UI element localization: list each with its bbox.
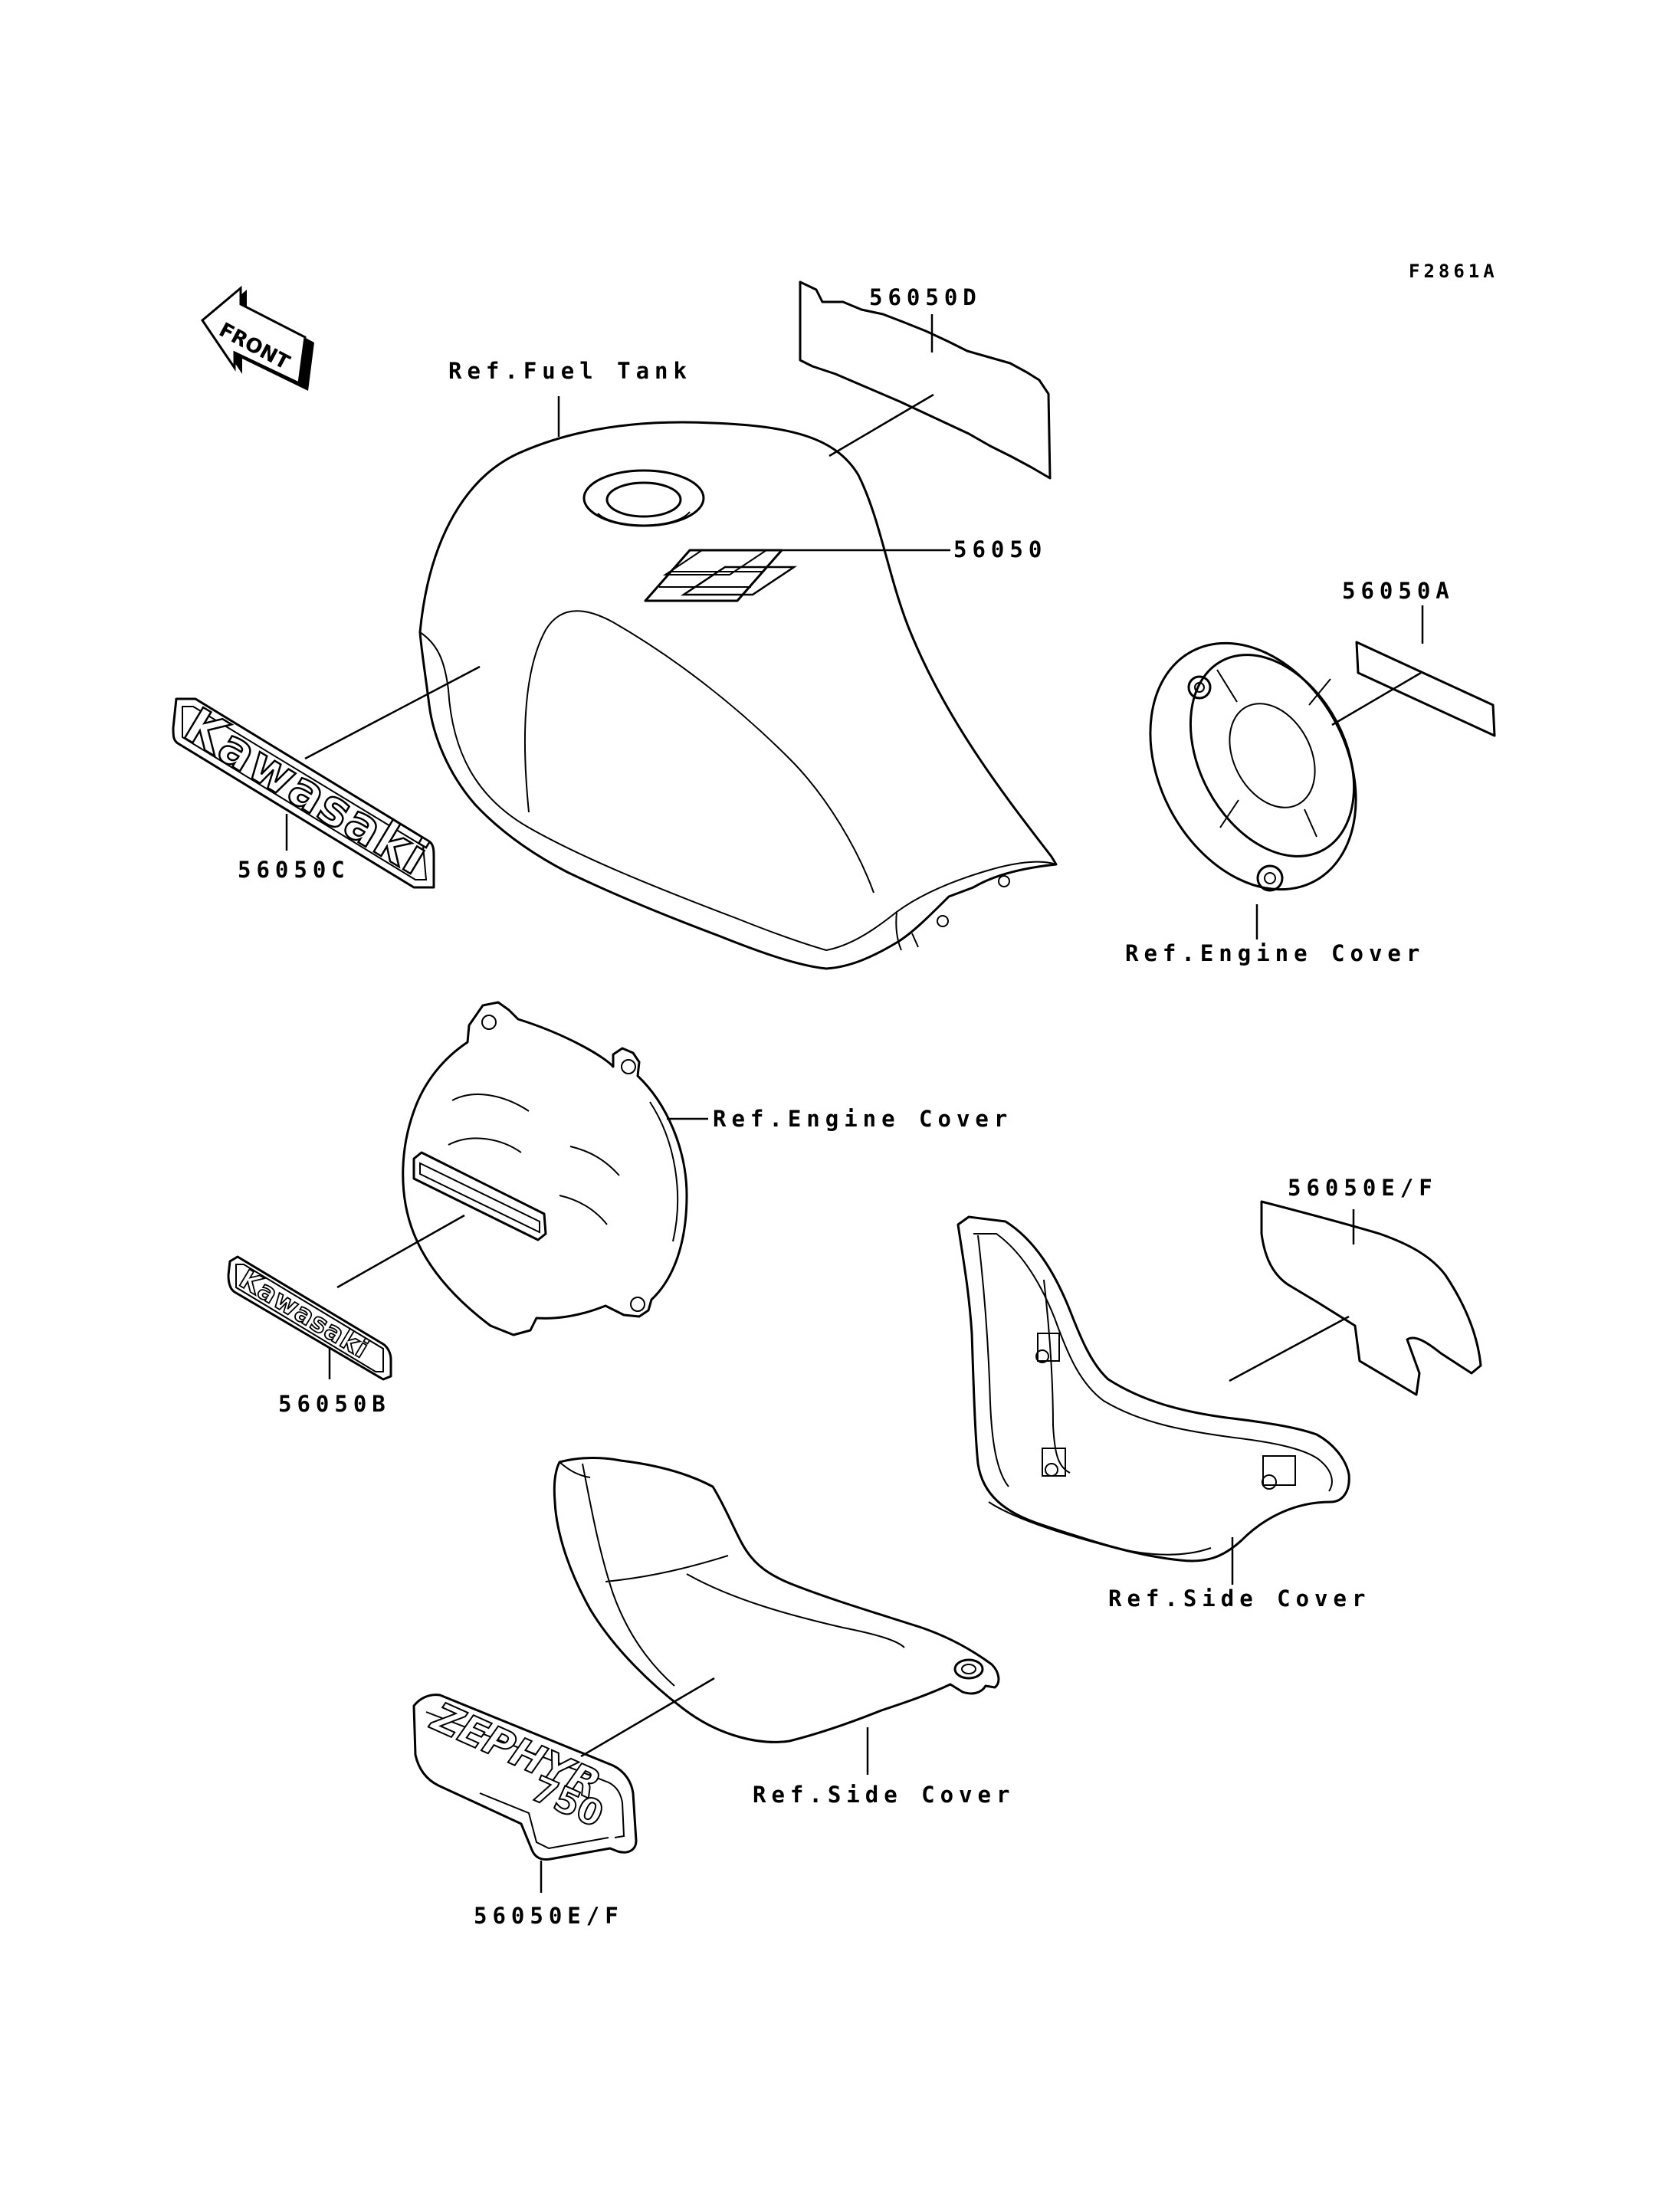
front-arrow-icon: FRONT [200,285,314,391]
kawasaki-cover-badge: Kawasaki [227,1255,392,1381]
callout-side-cover-left: Ref.Side Cover [753,1782,1015,1808]
callout-fuel-tank: Ref.Fuel Tank [448,358,692,384]
engine-cover-round [1149,641,1357,892]
decal-56050d-outline [799,280,1052,480]
callout-engine-cover-right: Ref.Engine Cover [1125,940,1425,966]
callout-side-cover-right: Ref.Side Cover [1108,1585,1370,1612]
callout-56050a: 56050A [1342,578,1455,604]
decal-56050ef-right-outline [1260,1200,1482,1396]
decal-56050-stripes [644,549,798,602]
figure-code: F2861A [1409,261,1498,282]
side-cover-right [956,1215,1350,1562]
decal-56050a-outline [1355,641,1496,737]
engine-cover-left [402,1001,688,1336]
callout-56050ef-right: 56050E/F [1288,1175,1438,1201]
fuel-tank [418,421,1058,970]
callout-56050ef-left: 56050E/F [474,1903,624,1929]
callout-56050c: 56050C [238,857,350,883]
zephyr-badge: ZEPHYR 750 [412,1693,638,1861]
callout-56050: 56050 [953,536,1047,562]
callout-engine-cover-left: Ref.Engine Cover [713,1106,1012,1132]
side-cover-left [553,1457,1000,1743]
callout-56050d: 56050D [869,284,982,310]
callout-56050b: 56050B [278,1391,391,1417]
